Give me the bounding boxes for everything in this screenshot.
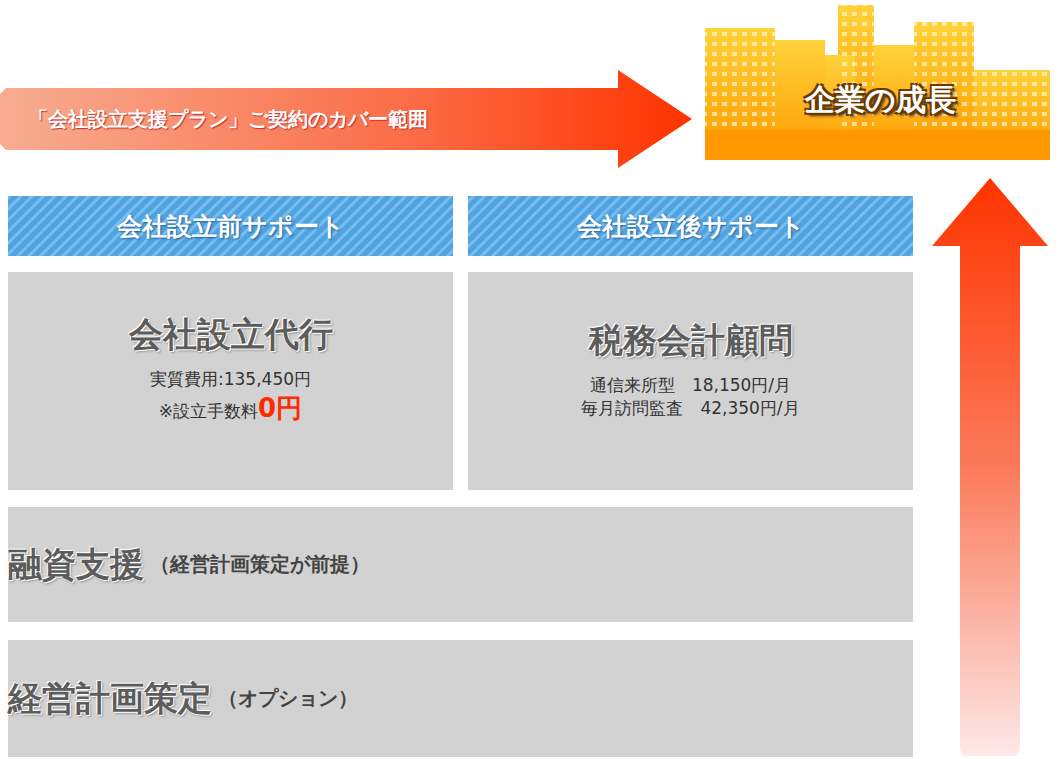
node-title: 経営計画策定: [8, 676, 212, 722]
node-text: 通信来所型 18,150円/月: [590, 374, 791, 397]
node-title: 「会社設立支援プラン」ご契約のカバー範囲: [28, 106, 428, 133]
city-illustration: [705, 5, 1050, 160]
fee-line: ※設立手数料0円: [159, 391, 302, 426]
cover-arrow: [0, 70, 692, 168]
node-text: （オプション）: [218, 685, 358, 712]
growth-arrow: [932, 178, 1048, 756]
node-title: 会社設立代行: [129, 312, 333, 358]
node-title: 会社設立前サポート: [117, 210, 345, 243]
growth-goal: 企業の成長: [740, 70, 1020, 130]
node-text: 毎月訪問監査 42,350円/月: [581, 397, 799, 420]
service-band: 経営計画策定（オプション）: [8, 640, 913, 757]
phase-header: 会社設立前サポート: [8, 196, 453, 256]
node-title: 会社設立後サポート: [577, 210, 805, 243]
service-box: 税務会計顧問通信来所型 18,150円/月毎月訪問監査 42,350円/月: [468, 272, 913, 490]
cover-arrow-band: 「会社設立支援プラン」ご契約のカバー範囲: [0, 88, 618, 150]
service-box: 会社設立代行実質費用:135,450円※設立手数料0円: [8, 272, 453, 490]
node-text: ※設立手数料: [159, 400, 258, 423]
node-title: 税務会計顧問: [589, 318, 793, 364]
phase-header: 会社設立後サポート: [468, 196, 913, 256]
node-text: 0円: [258, 391, 302, 426]
node-text: 実質費用:135,450円: [150, 368, 311, 391]
node-title: 融資支援: [8, 542, 144, 588]
service-band: 融資支援（経営計画策定が前提）: [8, 507, 913, 622]
header-band: [8, 196, 453, 256]
header-band: [468, 196, 913, 256]
node-title: 企業の成長: [805, 80, 956, 121]
node-text: （経営計画策定が前提）: [150, 551, 370, 578]
